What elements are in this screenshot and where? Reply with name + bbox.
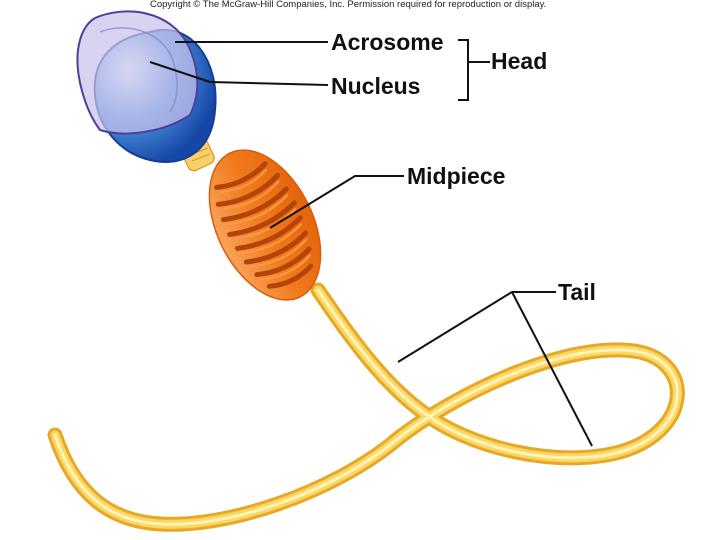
acrosome-label: Acrosome (331, 29, 444, 55)
nucleus-leader (149, 61, 329, 86)
acrosome (76, 10, 199, 135)
midpiece-leader (269, 175, 404, 229)
head-bracket (458, 39, 469, 101)
midpiece (208, 149, 322, 301)
leader-lines (149, 39, 593, 447)
copyright-notice: Copyright © The McGraw-Hill Companies, I… (150, 0, 547, 10)
nucleus-label: Nucleus (331, 73, 421, 99)
tail (47, 282, 685, 532)
head-label: Head (491, 48, 548, 74)
midpiece-label: Midpiece (407, 163, 506, 189)
tail-leader-b (511, 291, 593, 447)
tail-leader-a (397, 291, 556, 363)
tail-label: Tail (558, 279, 596, 305)
